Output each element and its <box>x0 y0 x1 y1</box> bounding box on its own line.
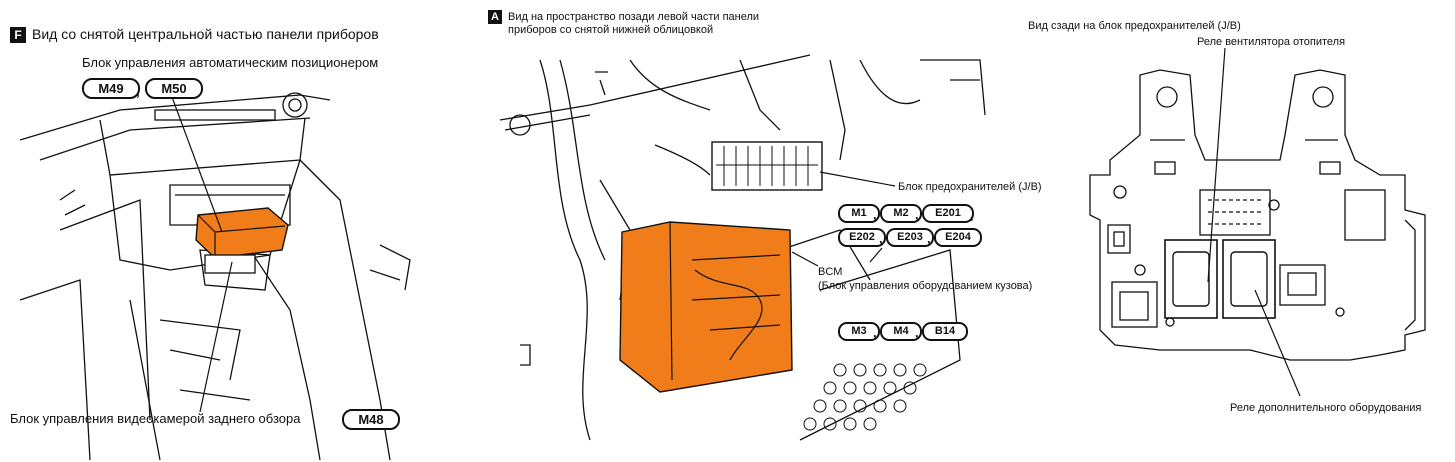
panel-f-title-text: Вид со снятой центральной частью панели … <box>32 26 379 42</box>
connector-m48: M48 <box>342 409 400 430</box>
label-bcm-desc: (Блок управления оборудованием кузова) <box>818 280 1033 292</box>
comma: , <box>927 231 931 246</box>
panel-f-title: F Вид со снятой центральной частью панели… <box>10 26 379 44</box>
label-heater-relay: Реле вентилятора отопителя <box>1197 36 1346 48</box>
panel-fuse-block-rear: Вид сзади на блок предохранителей (J/B) … <box>1020 0 1455 462</box>
heater-relay <box>1164 239 1218 319</box>
connector-m1: M1 <box>838 204 880 223</box>
panel-a-badge: A <box>488 10 502 24</box>
label-fuse-block: Блок предохранителей (J/B) <box>898 181 1042 193</box>
comma: , <box>136 84 140 99</box>
connector-m49: M49 <box>82 78 140 99</box>
label-bcm: BCM <box>818 266 843 278</box>
label-auto-positioner: Блок управления автоматическим позиционе… <box>82 55 379 70</box>
comma: , <box>970 207 974 222</box>
label-accessory-relay: Реле дополнительного оборудования <box>1230 402 1422 414</box>
comma: , <box>915 325 919 340</box>
panel-left-instrument: A Вид на пространство позади левой части … <box>480 0 1080 462</box>
panel-a-title: A Вид на пространство позади левой части … <box>488 10 759 24</box>
comma: , <box>873 325 877 340</box>
auto-positioner-unit <box>195 207 289 259</box>
panel-jb-title: Вид сзади на блок предохранителей (J/B) <box>1028 20 1241 32</box>
accessory-relay <box>1222 239 1276 319</box>
comma: , <box>879 231 883 246</box>
connector-e204: E204 <box>934 228 982 247</box>
connector-m50: M50 <box>145 78 203 99</box>
panel-a-title-line2: приборов со снятой нижней облицовкой <box>508 24 714 36</box>
bcm-unit <box>619 221 793 393</box>
fuse-block-jb <box>711 141 823 191</box>
connector-m3: M3 <box>838 322 880 341</box>
comma: , <box>873 207 877 222</box>
fuse-block-rear-drawing <box>1089 47 1426 397</box>
connector-e201: E201 <box>922 204 974 223</box>
comma: , <box>915 207 919 222</box>
center-console-drawing <box>19 92 411 461</box>
panel-center-instrument: F Вид со снятой центральной частью панели… <box>0 0 440 462</box>
label-camera-control: Блок управления видеокамерой заднего обз… <box>10 411 301 426</box>
connector-e202: E202 <box>838 228 886 247</box>
connector-b14: B14 <box>922 322 968 341</box>
connector-e203: E203 <box>886 228 934 247</box>
panel-a-title-line1: Вид на пространство позади левой части п… <box>508 10 760 23</box>
connector-m2: M2 <box>880 204 922 223</box>
connector-m4: M4 <box>880 322 922 341</box>
under-dash-drawing <box>499 54 986 441</box>
panel-f-badge: F <box>10 27 26 44</box>
